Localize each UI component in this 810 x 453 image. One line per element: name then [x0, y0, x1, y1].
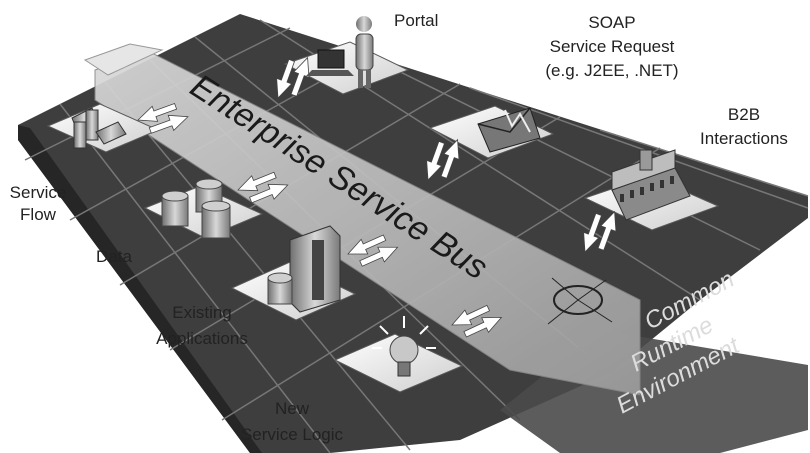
floor-edge: [18, 125, 262, 453]
label-b2b-1: B2B: [728, 105, 760, 124]
envelope-icon: [477, 107, 541, 153]
server-icon: [267, 225, 341, 313]
bus-arrowhead: [83, 43, 164, 76]
label-apps-1: Existing: [172, 303, 232, 322]
tile-portal: [283, 41, 410, 95]
label-logic-1: New: [275, 399, 310, 418]
database-icon: [161, 178, 231, 239]
hub-icon: [547, 277, 613, 325]
label-data: Data: [96, 247, 132, 266]
label-flow-1: Service: [10, 183, 67, 202]
lightbulb-icon: [372, 316, 436, 377]
label-b2b-2: Interactions: [700, 129, 788, 148]
flow-arrows-icon: [71, 107, 127, 149]
label-flow-2: Flow: [20, 205, 57, 224]
user-laptop-icon: [306, 16, 374, 88]
label-portal: Portal: [394, 11, 438, 30]
factory-icon: [611, 149, 691, 221]
label-logic-2: Service Logic: [241, 425, 344, 444]
label-apps-2: Applications: [156, 329, 248, 348]
label-soap-1: SOAP: [588, 13, 635, 32]
label-soap-3: (e.g. J2EE, .NET): [545, 61, 678, 80]
label-soap-2: Service Request: [550, 37, 675, 56]
